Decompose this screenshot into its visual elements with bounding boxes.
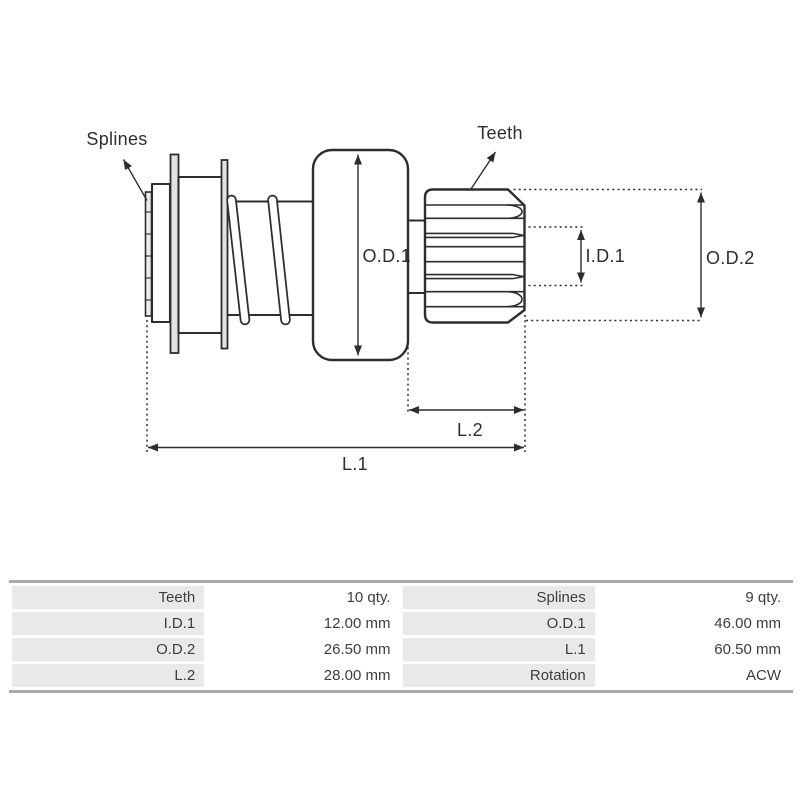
- spline-hatch-ticks: [144, 211, 152, 301]
- spec-value-rotation: ACW: [597, 664, 790, 687]
- pinion-gear-drawing: [423, 188, 526, 324]
- l2-label: L.2: [457, 420, 483, 440]
- spec-value-teeth: 10 qty.: [207, 586, 400, 609]
- rear-washer: [220, 159, 229, 350]
- spec-value-l1: 60.50 mm: [597, 638, 790, 661]
- spec-label-teeth: Teeth: [12, 586, 205, 609]
- spring-coil-2: [267, 194, 291, 326]
- spec-label-splines: Splines: [402, 586, 595, 609]
- splines-callout: Splines: [86, 129, 148, 201]
- spec-label-od2: O.D.2: [12, 638, 205, 661]
- hub: [177, 175, 224, 335]
- starter-drive-technical-drawing: O.D.1: [86, 123, 755, 474]
- id1-dimension: I.D.1: [528, 226, 626, 287]
- teeth-label: Teeth: [477, 123, 523, 143]
- od1-label: O.D.1: [363, 246, 412, 266]
- spec-row: I.D.1 12.00 mm O.D.1 46.00 mm: [12, 612, 790, 635]
- l1-label: L.1: [342, 454, 368, 474]
- l1-dimension: L.1: [146, 320, 524, 474]
- spec-value-od2: 26.50 mm: [207, 638, 400, 661]
- spec-label-l1: L.1: [402, 638, 595, 661]
- gear-teeth-lines: [425, 204, 525, 308]
- spec-row: O.D.2 26.50 mm L.1 60.50 mm: [12, 638, 790, 661]
- spec-value-l2: 28.00 mm: [207, 664, 400, 687]
- shaft-and-spring-drawing: [226, 194, 313, 326]
- id1-label: I.D.1: [586, 246, 626, 266]
- spec-label-l2: L.2: [12, 664, 205, 687]
- od2-dimension: O.D.2: [513, 188, 755, 322]
- spec-row: L.2 28.00 mm Rotation ACW: [12, 664, 790, 687]
- spec-table: Teeth 10 qty. Splines 9 qty. I.D.1 12.00…: [9, 580, 793, 693]
- od2-label: O.D.2: [706, 248, 755, 268]
- splines-label: Splines: [86, 129, 147, 149]
- od1-dimension: O.D.1: [354, 154, 412, 356]
- spec-value-od1: 46.00 mm: [597, 612, 790, 635]
- spec-label-rotation: Rotation: [402, 664, 595, 687]
- spec-label-id1: I.D.1: [12, 612, 205, 635]
- spec-value-id1: 12.00 mm: [207, 612, 400, 635]
- spring-coil-1: [226, 194, 251, 326]
- spec-value-splines: 9 qty.: [597, 586, 790, 609]
- l2-dimension: L.2: [407, 315, 526, 452]
- pinion-shaft-drawing: [408, 219, 425, 294]
- front-washer: [169, 153, 180, 354]
- spline-shaft-end-drawing: [144, 182, 172, 324]
- spec-row: Teeth 10 qty. Splines 9 qty.: [12, 586, 790, 609]
- spec-label-od1: O.D.1: [402, 612, 595, 635]
- spline-collar: [150, 182, 172, 324]
- teeth-callout: Teeth: [470, 123, 523, 190]
